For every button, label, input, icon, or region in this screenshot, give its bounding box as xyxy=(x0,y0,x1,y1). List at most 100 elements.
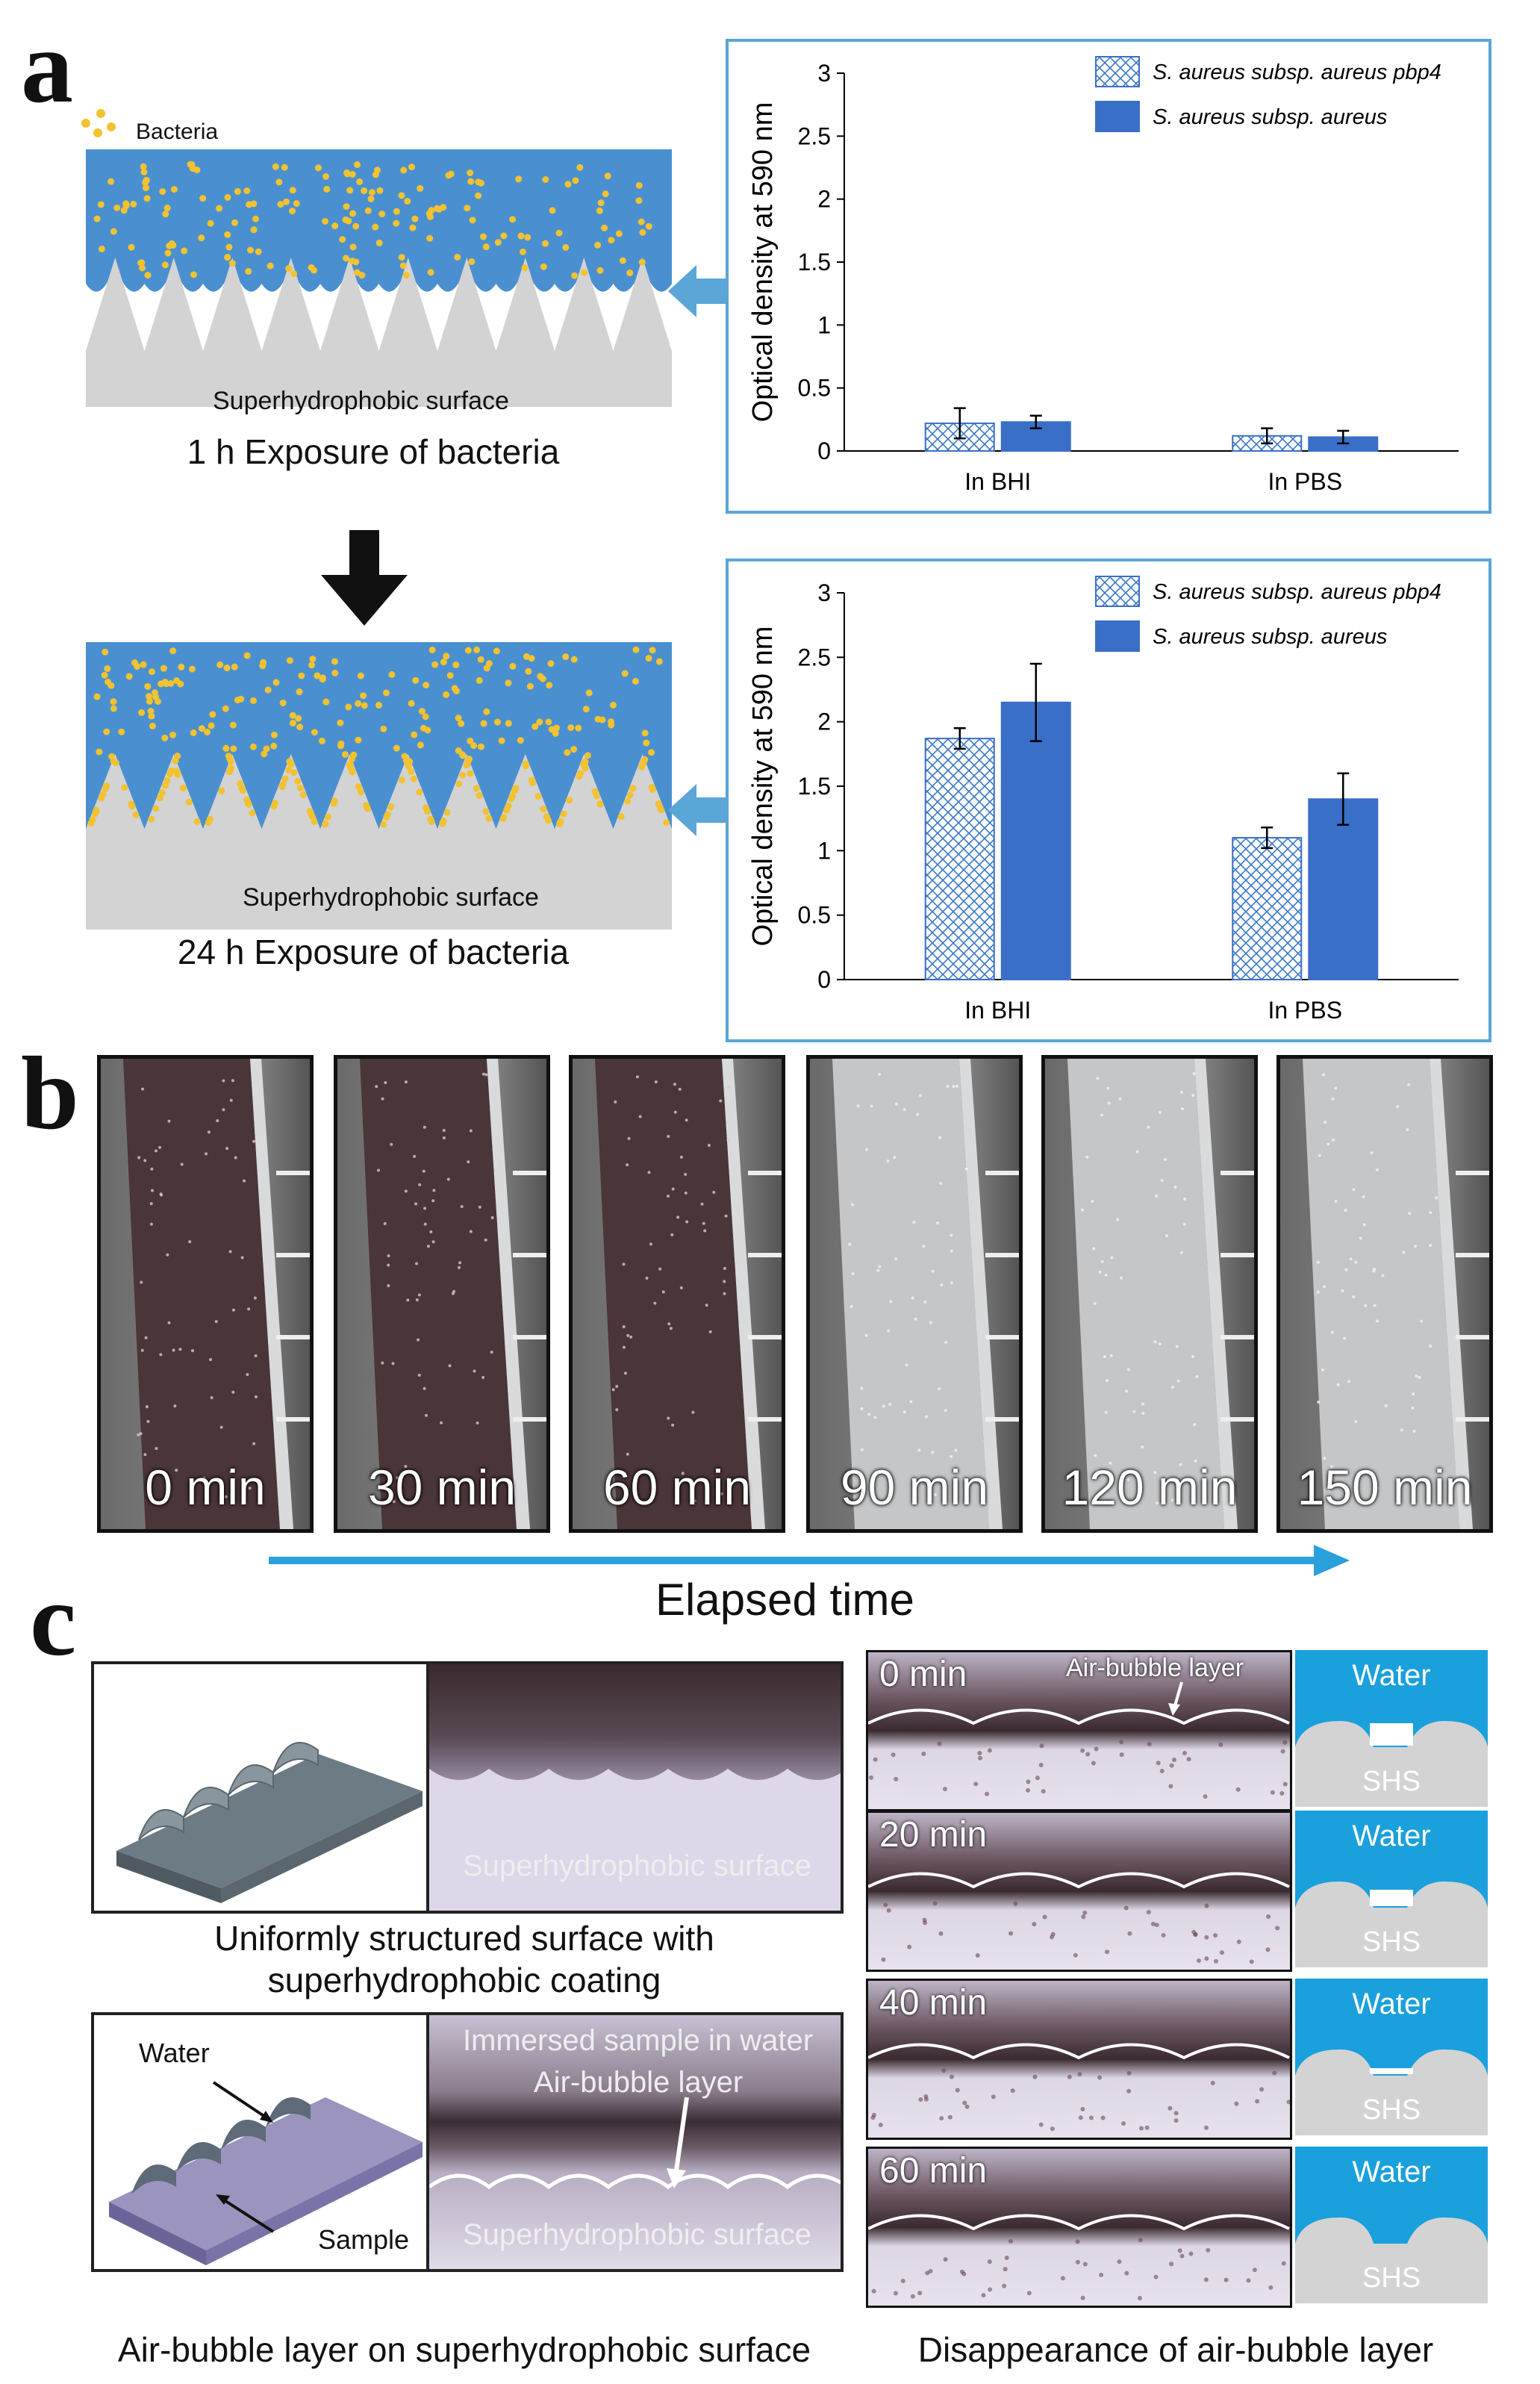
schematic-water-label: Water xyxy=(139,2038,210,2068)
timelapse-frame: 150 min xyxy=(1276,1055,1493,1533)
sequence-water-label: Water xyxy=(1352,1659,1431,1692)
bar xyxy=(924,738,995,980)
sequence-time-label: 60 min xyxy=(879,2151,988,2191)
x-tick-label: In PBS xyxy=(1268,997,1342,1024)
panel-b-letter: b xyxy=(21,1036,79,1151)
legend-swatch xyxy=(1095,56,1140,87)
bar xyxy=(1308,798,1379,980)
timelapse-frame-label: 30 min xyxy=(367,1460,517,1515)
x-tick-label: In BHI xyxy=(964,997,1031,1024)
photo-bottom-air-label: Air-bubble layer xyxy=(534,2066,743,2099)
sequence-time-label: 0 min xyxy=(879,1655,967,1694)
x-tick-label: In BHI xyxy=(964,468,1031,495)
surface-label-24h: Superhydrophobic surface xyxy=(243,883,539,912)
schematic-24h xyxy=(86,642,672,930)
bacteria-legend-label: Bacteria xyxy=(136,119,219,144)
legend-label: S. aureus subsp. aureus xyxy=(1153,105,1387,129)
elapsed-time-label: Elapsed time xyxy=(655,1575,914,1625)
y-tick-label: 0 xyxy=(817,438,831,464)
surface-label-1h: Superhydrophobic surface xyxy=(213,387,509,415)
schematic-sample-label: Sample xyxy=(318,2224,410,2255)
sequence-shs-label: SHS xyxy=(1362,1766,1421,1797)
y-axis-label: Optical density at 590 nm xyxy=(747,102,779,423)
photo-top-label: Superhydrophobic surface xyxy=(463,1849,811,1882)
structured-surface-3d-icon xyxy=(116,1742,423,1903)
caption-24h: 24 h Exposure of bacteria xyxy=(177,933,570,971)
timelapse-frame: 120 min xyxy=(1041,1055,1258,1533)
y-tick-label: 2.5 xyxy=(798,644,831,670)
sequence-time-label: 40 min xyxy=(879,1983,988,2023)
legend-label: S. aureus subsp. aureus pbp4 xyxy=(1153,580,1441,604)
y-tick-label: 1 xyxy=(817,837,831,864)
sequence-shs-label: SHS xyxy=(1362,2262,1421,2294)
y-tick-label: 2.5 xyxy=(798,122,831,149)
y-tick-label: 3 xyxy=(817,60,831,87)
timelapse-frame-label: 60 min xyxy=(602,1460,752,1515)
timelapse-frame: 0 min xyxy=(97,1055,314,1533)
sequence-photo: 40 min xyxy=(866,1979,1292,2140)
caption-bottom: Air-bubble layer on superhydrophobic sur… xyxy=(117,2330,811,2369)
bar xyxy=(1232,837,1303,981)
legend-swatch xyxy=(1095,101,1140,132)
sequence-time-label: 20 min xyxy=(879,1815,988,1855)
y-tick-label: 0.5 xyxy=(798,902,831,929)
timelapse-frame-label: 120 min xyxy=(1062,1460,1238,1515)
y-axis-label: Optical density at 590 nm xyxy=(747,626,779,947)
sequence-photo: 0 min Air-bubble layer xyxy=(866,1650,1292,1811)
y-tick-label: 2 xyxy=(817,709,831,735)
air-bubble-annotation: Air-bubble layer xyxy=(1066,1654,1244,1682)
schematic-1h xyxy=(81,109,672,407)
elapsed-time-arrow-icon xyxy=(269,1545,1350,1576)
down-arrow-icon xyxy=(321,530,408,626)
sequence-photo: 20 min xyxy=(866,1811,1292,1972)
timelapse-frame-label: 0 min xyxy=(145,1460,266,1515)
timelapse-frame: 90 min xyxy=(806,1055,1023,1533)
legend-label: S. aureus subsp. aureus xyxy=(1153,625,1387,649)
y-tick-label: 1.5 xyxy=(798,773,831,800)
timelapse-frame-label: 90 min xyxy=(840,1460,989,1515)
y-tick-label: 1 xyxy=(817,311,831,338)
structure-figure: Superhydrophobic surface xyxy=(91,1661,844,1914)
caption-top: Uniformly structured surface with superh… xyxy=(214,1919,714,1999)
caption-1h: 1 h Exposure of bacteria xyxy=(187,432,560,471)
sequence-shs-label: SHS xyxy=(1362,2094,1421,2126)
legend-swatch xyxy=(1095,620,1140,652)
immersed-photo: Immersed sample in water Air-bubble laye… xyxy=(429,2015,841,2269)
arrow-left-icon xyxy=(668,784,734,836)
legend-swatch xyxy=(1095,576,1140,607)
photo-bottom-surface-label: Superhydrophobic surface xyxy=(463,2218,811,2251)
panel-c-letter: c xyxy=(30,1562,77,1678)
arrow-left-icon xyxy=(668,265,734,317)
timelapse-frame: 60 min xyxy=(569,1055,785,1533)
legend-label: S. aureus subsp. aureus pbp4 xyxy=(1153,60,1441,84)
sequence-photo: 60 min xyxy=(866,2147,1292,2308)
caption-sequence: Disappearance of air-bubble layer xyxy=(917,2330,1434,2369)
bar xyxy=(1000,701,1071,980)
sequence-water-label: Water xyxy=(1352,1820,1431,1852)
y-tick-label: 0 xyxy=(817,966,831,993)
photo-bottom-title: Immersed sample in water xyxy=(463,2024,814,2057)
sequence-water-label: Water xyxy=(1352,1988,1431,2020)
x-tick-label: In PBS xyxy=(1268,468,1342,495)
timelapse-frame: 30 min xyxy=(334,1055,550,1533)
y-tick-label: 1.5 xyxy=(798,249,831,276)
panel-a-letter: a xyxy=(21,9,73,125)
sequence-water-label: Water xyxy=(1352,2156,1431,2188)
y-tick-label: 0.5 xyxy=(798,375,831,402)
y-tick-label: 3 xyxy=(817,579,831,606)
air-bubble-figure: Water Sample Immersed sample in water Ai… xyxy=(91,2012,844,2272)
bacteria-legend-icon xyxy=(81,109,116,137)
y-tick-label: 2 xyxy=(817,186,831,213)
timelapse-frame-label: 150 min xyxy=(1297,1460,1473,1515)
sequence-shs-label: SHS xyxy=(1362,1926,1421,1958)
surface-photo: Superhydrophobic surface xyxy=(429,1664,841,1911)
immersed-sample-3d-icon xyxy=(109,2081,423,2265)
